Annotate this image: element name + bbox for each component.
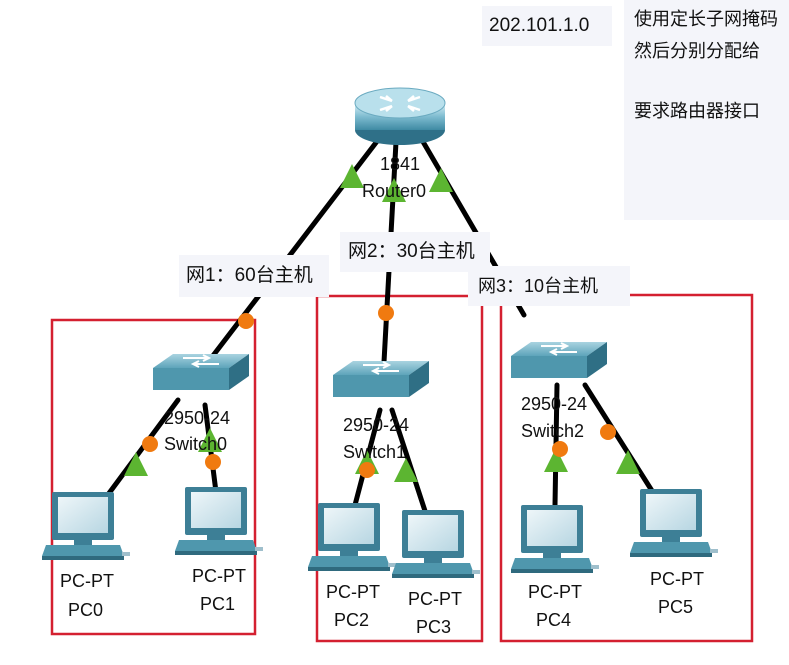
pc1-icon[interactable] <box>175 487 263 555</box>
switch0-name: Switch0 <box>164 434 228 454</box>
link-pending-indicator <box>552 441 568 457</box>
switch2-name: Switch2 <box>521 421 585 441</box>
link-up-indicator <box>429 168 453 192</box>
link-up-indicator <box>124 452 148 476</box>
network-label-bg-3 <box>468 266 630 306</box>
pc3-icon[interactable] <box>392 510 480 578</box>
link-up-indicator <box>394 458 418 482</box>
link-switch1-pc3[interactable] <box>389 407 429 517</box>
link-up-indicator <box>616 450 640 474</box>
pc4-model: PC-PT <box>528 582 582 602</box>
pc5-name: PC5 <box>658 597 694 617</box>
switch2-icon[interactable] <box>510 341 608 379</box>
address-label-box <box>482 6 612 46</box>
link-pending-indicator <box>378 305 394 321</box>
network-label-3: 网3：10台主机 <box>478 276 599 296</box>
link-switch2-pc5[interactable] <box>582 382 657 497</box>
link-up-indicator <box>382 178 406 202</box>
network-label-bg-2 <box>340 232 490 272</box>
pc0-icon[interactable] <box>42 492 130 560</box>
link-pending-indicator <box>205 454 221 470</box>
switch0-icon[interactable] <box>152 353 250 391</box>
note-line-2: 然后分别分配给 <box>634 41 760 61</box>
pc2-name: PC2 <box>334 610 370 630</box>
notes-panel <box>624 0 789 220</box>
switch1-name: Switch1 <box>343 442 407 462</box>
link-switch0-pc0[interactable] <box>101 397 181 503</box>
pc5-model: PC-PT <box>650 569 704 589</box>
pc3-model: PC-PT <box>408 589 462 609</box>
note-line-3: 要求路由器接口 <box>634 101 760 121</box>
router-icon[interactable] <box>354 87 446 145</box>
pc0-name: PC0 <box>68 600 104 620</box>
link-pending-indicator <box>600 424 616 440</box>
link-up-indicator <box>198 428 222 452</box>
pc4-icon[interactable] <box>511 505 599 573</box>
pc0-model: PC-PT <box>60 571 114 591</box>
switch1-model: 2950-24 <box>343 415 410 435</box>
network-label-1: 网1：60台主机 <box>186 265 313 286</box>
router-name: Router0 <box>362 181 427 201</box>
network-label-2: 网2：30台主机 <box>348 241 475 262</box>
link-pending-indicator <box>359 462 375 478</box>
pc2-icon[interactable] <box>308 503 396 571</box>
address-label: 202.101.1.0 <box>489 15 590 36</box>
switch1-icon[interactable] <box>332 360 430 398</box>
link-up-indicator <box>340 164 364 188</box>
group-frame-net1 <box>50 318 257 636</box>
router-model: 1841 <box>380 154 421 174</box>
link-up-indicator <box>544 448 568 472</box>
pc1-model: PC-PT <box>192 566 246 586</box>
link-pending-indicator <box>238 313 254 329</box>
pc3-name: PC3 <box>416 617 452 637</box>
note-line-1: 使用定长子网掩码 <box>634 9 778 29</box>
group-frame-net2 <box>315 294 484 643</box>
pc1-name: PC1 <box>200 594 236 614</box>
pc4-name: PC4 <box>536 610 572 630</box>
network-label-bg-1 <box>179 255 329 297</box>
pc5-icon[interactable] <box>630 489 718 557</box>
switch2-model: 2950-24 <box>521 394 588 414</box>
pc2-model: PC-PT <box>326 582 380 602</box>
link-pending-indicator <box>142 436 158 452</box>
switch0-model: 2950-24 <box>164 408 231 428</box>
